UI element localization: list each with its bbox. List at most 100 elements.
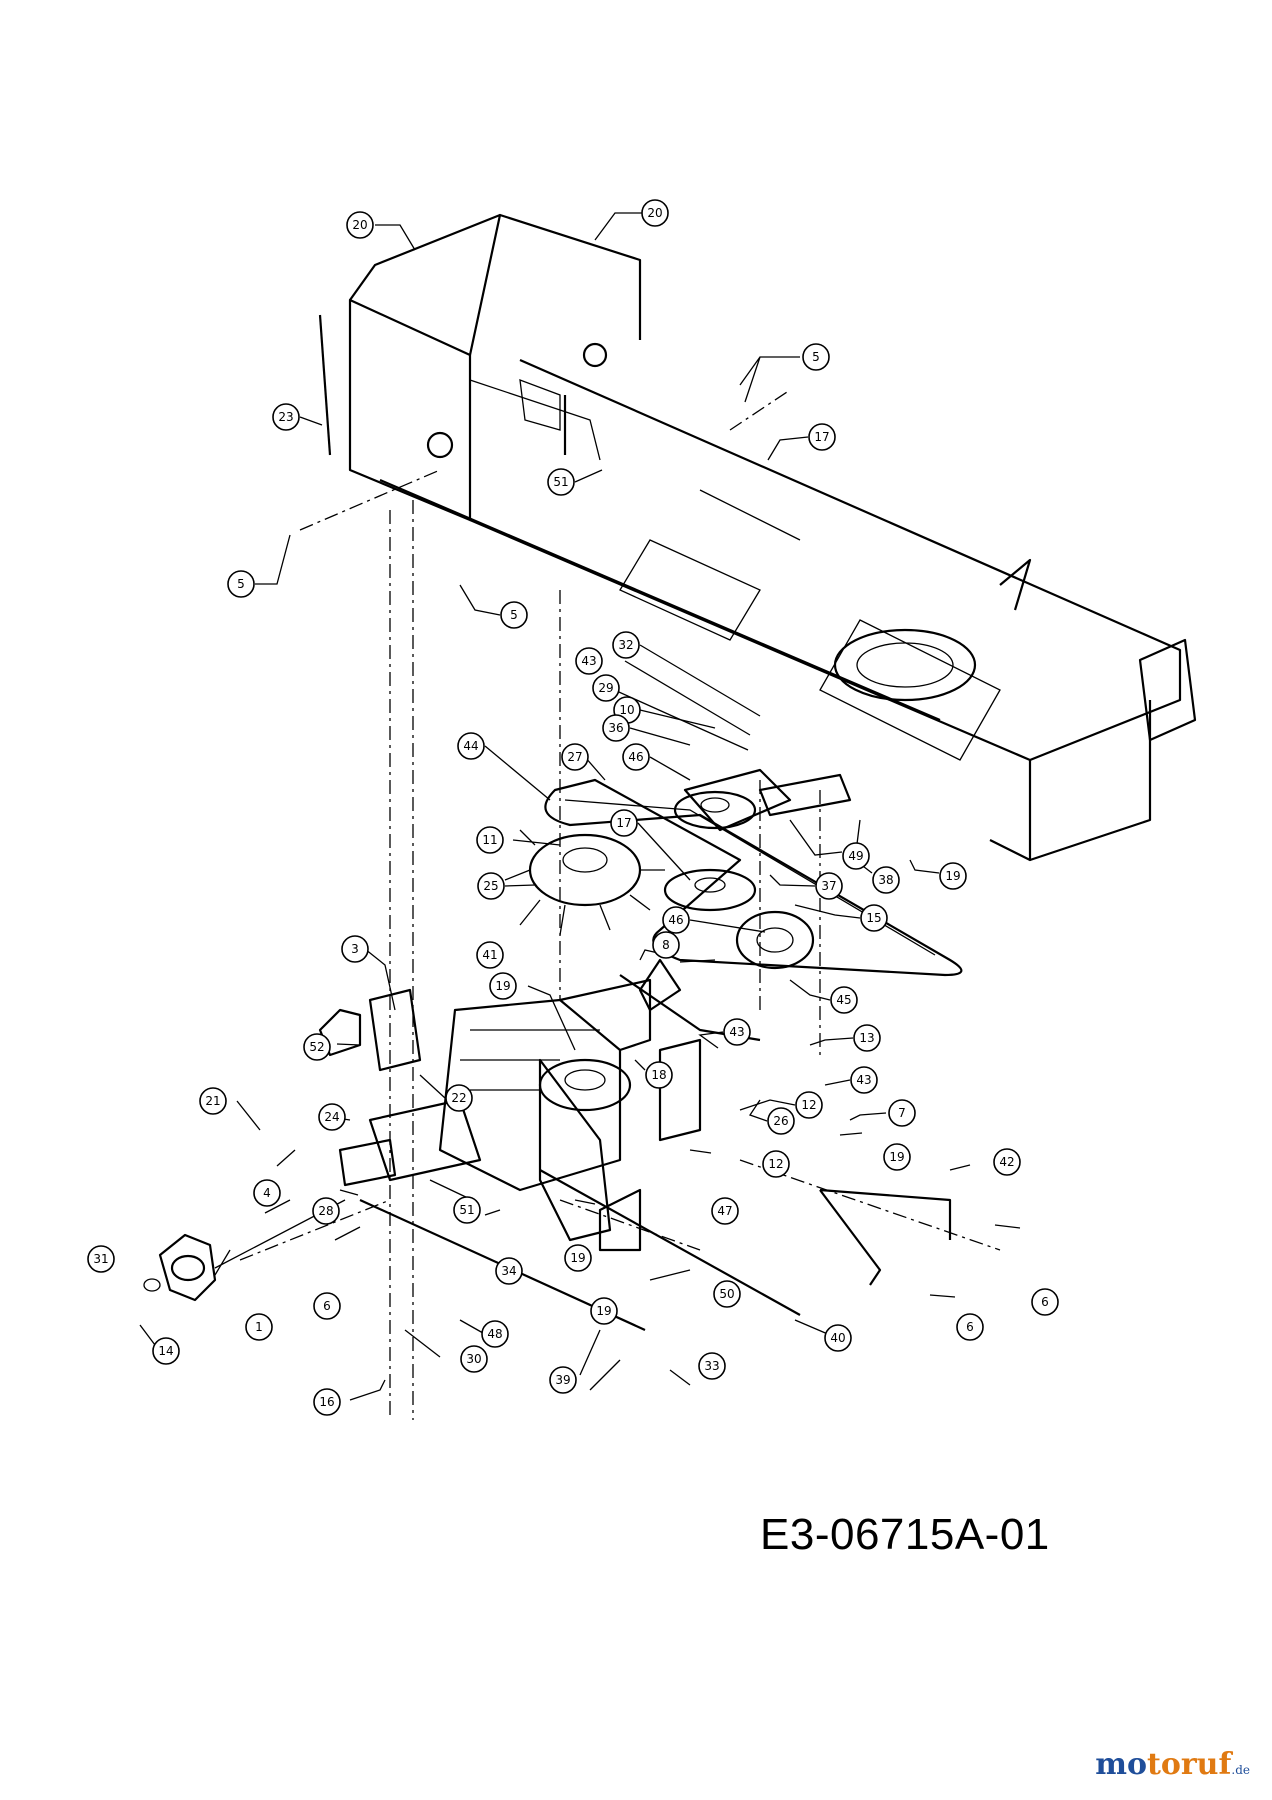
svg-text:52: 52: [309, 1040, 324, 1054]
callout: 16: [313, 1388, 341, 1416]
svg-text:10: 10: [619, 703, 634, 717]
callout: 11: [476, 826, 504, 854]
callout: 12: [795, 1091, 823, 1119]
callout: 46: [622, 743, 650, 771]
svg-text:34: 34: [501, 1264, 516, 1278]
callout: 21: [199, 1087, 227, 1115]
svg-text:14: 14: [158, 1344, 173, 1358]
svg-text:19: 19: [570, 1251, 585, 1265]
callout: 13: [853, 1024, 881, 1052]
callout: 49: [842, 842, 870, 870]
callout: 34: [495, 1257, 523, 1285]
callout: 19: [590, 1297, 618, 1325]
callout: 6: [956, 1313, 984, 1341]
callout: 25: [477, 872, 505, 900]
svg-text:50: 50: [719, 1287, 734, 1301]
svg-text:17: 17: [814, 430, 829, 444]
callout: 1: [245, 1313, 273, 1341]
callout: 43: [575, 647, 603, 675]
svg-text:51: 51: [459, 1203, 474, 1217]
callout: 19: [939, 862, 967, 890]
svg-text:36: 36: [608, 721, 623, 735]
callout: 38: [872, 866, 900, 894]
callout: 23: [272, 403, 300, 431]
drive-belt: [544, 778, 963, 977]
svg-text:3: 3: [351, 942, 359, 956]
svg-text:24: 24: [324, 1110, 339, 1124]
callout: 4: [253, 1179, 281, 1207]
svg-text:49: 49: [848, 849, 863, 863]
svg-text:20: 20: [352, 218, 367, 232]
cooling-fan: [504, 829, 665, 936]
svg-text:30: 30: [466, 1352, 481, 1366]
callouts: 20 20 5 23 17 51 5 5 32 43 29 10 36 44 2…: [87, 199, 1059, 1416]
svg-text:42: 42: [999, 1155, 1014, 1169]
svg-text:32: 32: [618, 638, 633, 652]
svg-text:21: 21: [205, 1094, 220, 1108]
svg-text:22: 22: [451, 1091, 466, 1105]
callout: 12: [762, 1150, 790, 1178]
svg-text:51: 51: [553, 475, 568, 489]
callout: 3: [341, 935, 369, 963]
svg-text:47: 47: [717, 1204, 732, 1218]
svg-text:23: 23: [278, 410, 293, 424]
callout: 18: [645, 1061, 673, 1089]
callout: 47: [711, 1197, 739, 1225]
svg-text:16: 16: [319, 1395, 334, 1409]
svg-text:19: 19: [889, 1150, 904, 1164]
callout: 6: [313, 1292, 341, 1320]
svg-text:43: 43: [729, 1025, 744, 1039]
callout: 30: [460, 1345, 488, 1373]
transaxle: [338, 958, 702, 1252]
svg-text:43: 43: [581, 654, 596, 668]
callout: 19: [489, 972, 517, 1000]
callout: 24: [318, 1103, 346, 1131]
callout: 7: [888, 1099, 916, 1127]
svg-text:6: 6: [323, 1299, 331, 1313]
svg-text:39: 39: [555, 1373, 570, 1387]
svg-text:28: 28: [318, 1204, 333, 1218]
svg-text:7: 7: [898, 1106, 906, 1120]
callout: 52: [303, 1033, 331, 1061]
callout: 8: [652, 931, 680, 959]
svg-text:15: 15: [866, 911, 881, 925]
svg-text:38: 38: [878, 873, 893, 887]
svg-text:4: 4: [263, 1186, 271, 1200]
svg-text:5: 5: [812, 350, 820, 364]
callout: 44: [457, 732, 485, 760]
callout: 19: [564, 1244, 592, 1272]
callout: 33: [698, 1352, 726, 1380]
svg-text:27: 27: [567, 750, 582, 764]
watermark-logo: motoruf.de: [1095, 1747, 1250, 1782]
drawing-code: E3-06715A-01: [760, 1510, 1050, 1559]
svg-text:46: 46: [628, 750, 643, 764]
callout: 40: [824, 1324, 852, 1352]
alignment-lines: [239, 389, 1001, 1420]
callout: 51: [547, 468, 575, 496]
callout: 29: [592, 674, 620, 702]
callout: 45: [830, 986, 858, 1014]
svg-text:19: 19: [495, 979, 510, 993]
callout: 20: [346, 211, 374, 239]
svg-text:26: 26: [773, 1114, 788, 1128]
leader-lines: [139, 212, 1021, 1401]
svg-text:29: 29: [598, 681, 613, 695]
svg-text:19: 19: [596, 1304, 611, 1318]
svg-text:31: 31: [93, 1252, 108, 1266]
callout: 28: [312, 1197, 340, 1225]
svg-text:25: 25: [483, 879, 498, 893]
callout: 19: [883, 1143, 911, 1171]
svg-text:40: 40: [830, 1331, 845, 1345]
svg-text:8: 8: [662, 938, 670, 952]
svg-text:37: 37: [821, 879, 836, 893]
callout: 14: [152, 1337, 180, 1365]
svg-text:19: 19: [945, 869, 960, 883]
svg-text:33: 33: [704, 1359, 719, 1373]
svg-text:44: 44: [463, 739, 478, 753]
svg-text:43: 43: [856, 1073, 871, 1087]
callout: 43: [850, 1066, 878, 1094]
callout: 27: [561, 743, 589, 771]
callout: 20: [641, 199, 669, 227]
svg-text:41: 41: [482, 948, 497, 962]
